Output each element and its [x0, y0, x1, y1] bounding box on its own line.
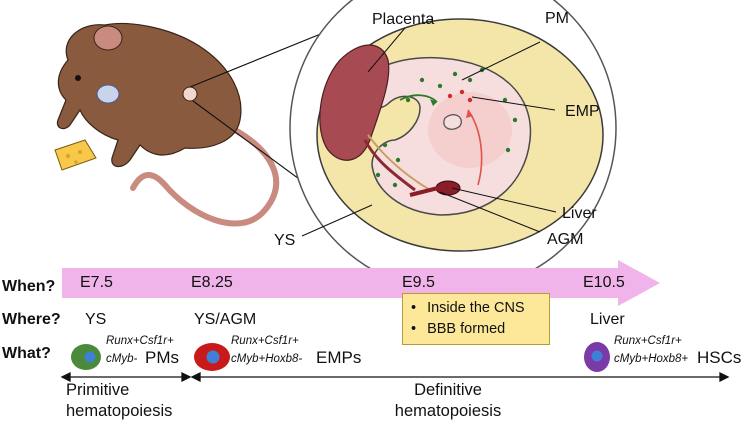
hsc-markers-top: Runx+Csf1r+	[614, 335, 682, 347]
pm-markers-bottom: cMyb-	[106, 353, 138, 365]
emp-label: EMP	[565, 103, 600, 120]
stage-e9-5: E9.5	[402, 274, 435, 291]
cns-note-item: BBB formed	[411, 319, 549, 340]
definitive-hematopoiesis-label: Definitive hematopoiesis	[394, 381, 502, 420]
ys-callout-label: YS	[274, 232, 296, 249]
emp-cell	[194, 343, 230, 371]
mouse-illustration	[54, 22, 280, 227]
emp-markers-bottom: cMyb+Hoxb8-	[231, 353, 303, 365]
pm-label: PM	[545, 10, 569, 27]
hsc-markers-bottom: cMyb+Hoxb8+	[614, 353, 689, 365]
agm-callout-label: AGM	[547, 231, 584, 248]
stage-e7-5: E7.5	[80, 274, 113, 291]
place-ys: YS	[85, 311, 107, 328]
place-liver: Liver	[590, 311, 625, 328]
placenta-label: Placenta	[372, 11, 435, 28]
row-label-where: Where?	[2, 311, 61, 328]
stage-e8-25: E8.25	[191, 274, 233, 291]
pm-markers-top: Runx+Csf1r+	[106, 335, 174, 347]
primitive-bracket	[60, 371, 192, 383]
cns-note-box: Inside the CNS BBB formed	[402, 293, 550, 345]
cns-note-item: Inside the CNS	[411, 298, 549, 319]
primitive-hematopoiesis-label: Primitive hematopoiesis	[66, 381, 173, 420]
pm-cell-type: PMs	[145, 348, 179, 367]
timeline-arrow	[62, 260, 660, 306]
row-label-what: What?	[2, 345, 51, 362]
stage-e10-5: E10.5	[583, 274, 625, 291]
emp-markers-top: Runx+Csf1r+	[231, 335, 299, 347]
embryo-magnified-view	[289, 0, 617, 292]
emp-cell-type: EMPs	[316, 348, 362, 367]
hsc-cell	[584, 342, 610, 372]
pm-cell	[71, 344, 101, 370]
row-label-when: When?	[2, 278, 56, 295]
place-ys-agm: YS/AGM	[194, 311, 257, 328]
hsc-cell-type: HSCs	[697, 348, 742, 367]
liver-callout-label: Liver	[562, 205, 597, 222]
definitive-bracket	[190, 371, 730, 383]
